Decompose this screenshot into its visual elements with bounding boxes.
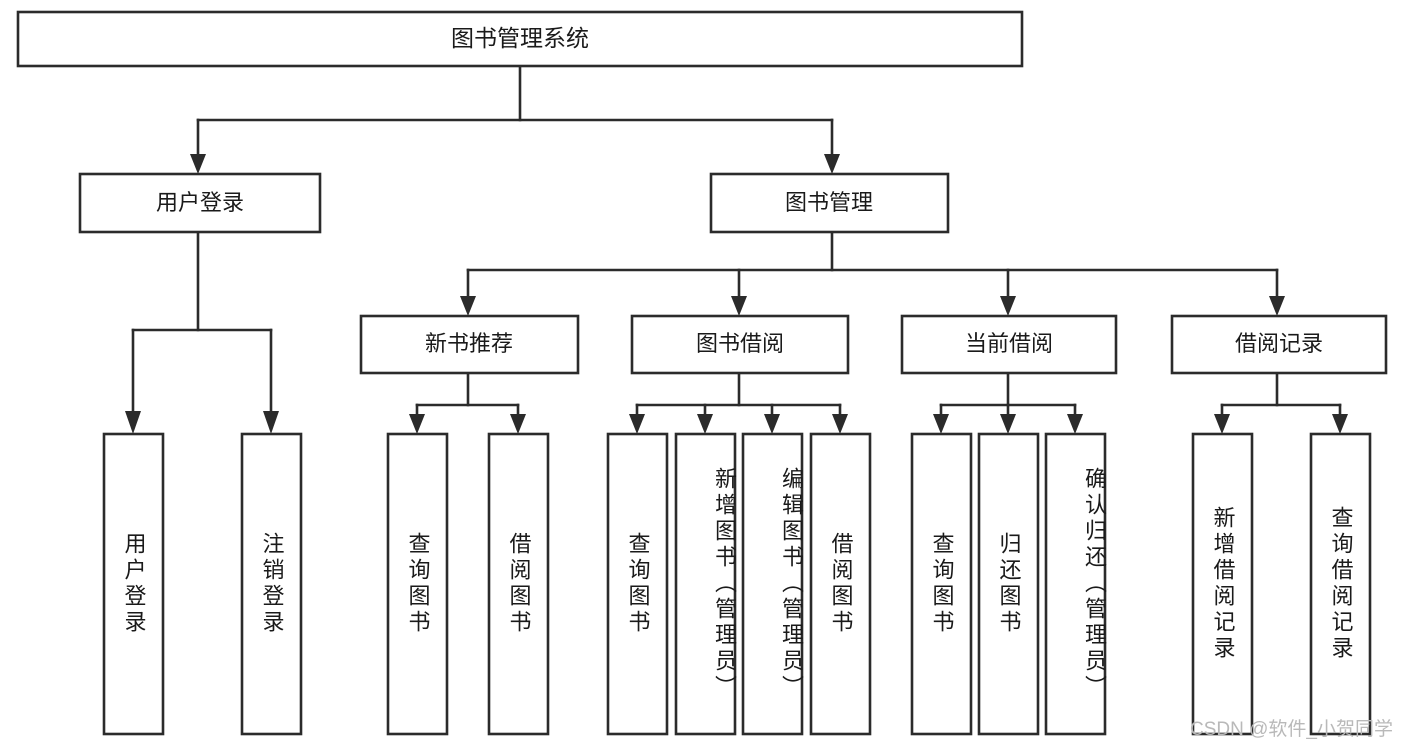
arrowhead-leaf-confirm-return (1067, 414, 1083, 434)
leaf-box-edit-book[interactable] (741, 432, 804, 736)
node-borrow-record-label: 借阅记录 (1235, 331, 1323, 356)
leaf-box-query-book-2[interactable] (606, 432, 669, 736)
node-new-book-recommend-label: 新书推荐 (425, 331, 513, 356)
leaf-box-query-book-1[interactable] (386, 432, 449, 736)
leaf-box-query-book-3[interactable] (910, 432, 973, 736)
leaf-box-group (102, 432, 1372, 736)
arrowhead-leaf-logout (263, 411, 279, 434)
arrowhead-leaf-query-book-2 (629, 414, 645, 434)
node-user-login[interactable]: 用户登录 (78, 172, 322, 234)
arrowhead-leaf-borrow-book-2 (832, 414, 848, 434)
leaf-box-logout[interactable] (240, 432, 303, 736)
node-book-manage-box[interactable] (709, 172, 950, 234)
leaf-box-user-login[interactable] (102, 432, 165, 736)
node-borrow-record[interactable]: 借阅记录 (1170, 314, 1388, 375)
watermark: CSDN @软件_小贺同学 (1190, 719, 1393, 740)
node-book-manage[interactable]: 图书管理 (709, 172, 950, 234)
node-borrow-record-box[interactable] (1170, 314, 1388, 375)
node-new-book-recommend[interactable]: 新书推荐 (359, 314, 580, 375)
node-root-label: 图书管理系统 (451, 25, 589, 51)
arrowhead-leaf-query-book-3 (933, 414, 949, 434)
node-book-borrow-label: 图书借阅 (696, 331, 784, 356)
arrowhead-leaf-user-login (125, 411, 141, 434)
node-current-borrow-box[interactable] (900, 314, 1118, 375)
node-current-borrow[interactable]: 当前借阅 (900, 314, 1118, 375)
arrowhead-leaf-borrow-book-1 (510, 414, 526, 434)
arrowhead-user-login (190, 154, 206, 174)
arrowhead-leaf-return-book (1000, 414, 1016, 434)
arrowhead-book-borrow (731, 296, 747, 316)
node-user-login-label: 用户登录 (156, 190, 244, 215)
leaf-box-borrow-book-1[interactable] (487, 432, 550, 736)
leaf-box-confirm-return[interactable] (1044, 432, 1107, 736)
arrowhead-leaf-query-record (1332, 414, 1348, 434)
node-book-borrow[interactable]: 图书借阅 (630, 314, 850, 375)
node-current-borrow-label: 当前借阅 (965, 331, 1053, 356)
arrowhead-current-borrow (1000, 296, 1016, 316)
arrowhead-leaf-add-book (697, 414, 713, 434)
arrowhead-book-manage (824, 154, 840, 174)
node-book-manage-label: 图书管理 (785, 190, 873, 215)
arrowhead-borrow-record (1269, 296, 1285, 316)
connector-group (125, 64, 1348, 434)
leaf-box-return-book[interactable] (977, 432, 1040, 736)
leaf-box-add-record[interactable] (1191, 432, 1254, 736)
leaf-box-borrow-book-2[interactable] (809, 432, 872, 736)
node-user-login-box[interactable] (78, 172, 322, 234)
node-root[interactable]: 图书管理系统 (16, 10, 1024, 68)
arrowhead-leaf-edit-book (764, 414, 780, 434)
arrowhead-leaf-query-book-1 (409, 414, 425, 434)
node-root-box[interactable] (16, 10, 1024, 68)
node-new-book-recommend-box[interactable] (359, 314, 580, 375)
arrowhead-leaf-add-record (1214, 414, 1230, 434)
arrowhead-new-book-recommend (460, 296, 476, 316)
leaf-box-add-book[interactable] (674, 432, 737, 736)
node-book-borrow-box[interactable] (630, 314, 850, 375)
leaf-box-query-record[interactable] (1309, 432, 1372, 736)
